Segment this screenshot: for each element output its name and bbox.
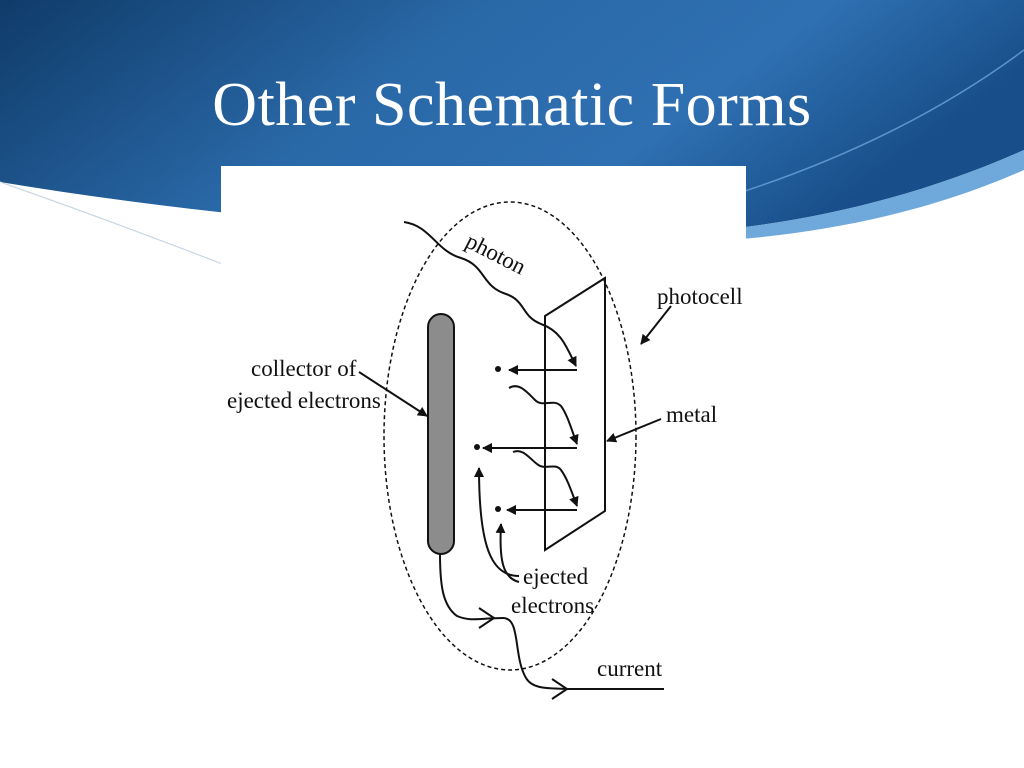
metal-label: metal bbox=[666, 402, 717, 427]
electron-dot-2 bbox=[474, 444, 480, 450]
photocell-label: photocell bbox=[657, 284, 743, 309]
header-thin-line bbox=[699, 49, 1024, 206]
collector-label-line2: ejected electrons bbox=[227, 388, 381, 413]
current-arrow-2 bbox=[551, 678, 569, 700]
photocell-pointer bbox=[640, 305, 672, 345]
ejected-label-line2: electrons bbox=[511, 593, 594, 618]
photon-ray-1 bbox=[403, 221, 577, 367]
photon-ray-2 bbox=[508, 385, 579, 445]
header-accent-swoosh bbox=[600, 150, 1024, 245]
ejected-pointer-2 bbox=[495, 523, 520, 583]
electron-dot-1 bbox=[495, 366, 501, 372]
slide-title: Other Schematic Forms bbox=[212, 71, 812, 139]
photocell-boundary bbox=[383, 201, 637, 671]
figure-panel: photon photocell collector of ejected el… bbox=[221, 166, 746, 710]
ejected-pointer-1 bbox=[474, 467, 520, 577]
collector-pointer bbox=[358, 371, 428, 417]
photocell-diagram: photon photocell collector of ejected el… bbox=[227, 201, 743, 700]
collector-label-line1: collector of bbox=[251, 356, 357, 381]
metal-pointer bbox=[606, 418, 662, 443]
ejected-label-line1: ejected bbox=[523, 564, 589, 589]
metal-plate bbox=[544, 276, 606, 552]
electron-dot-3 bbox=[495, 506, 501, 512]
current-label: current bbox=[597, 656, 663, 681]
header-light-curve bbox=[0, 181, 226, 266]
current-wire bbox=[439, 553, 664, 690]
photon-ray-3 bbox=[512, 450, 579, 507]
current-arrow-1 bbox=[478, 607, 496, 629]
collector-electrode bbox=[427, 313, 455, 555]
photon-label: photon bbox=[462, 228, 531, 280]
